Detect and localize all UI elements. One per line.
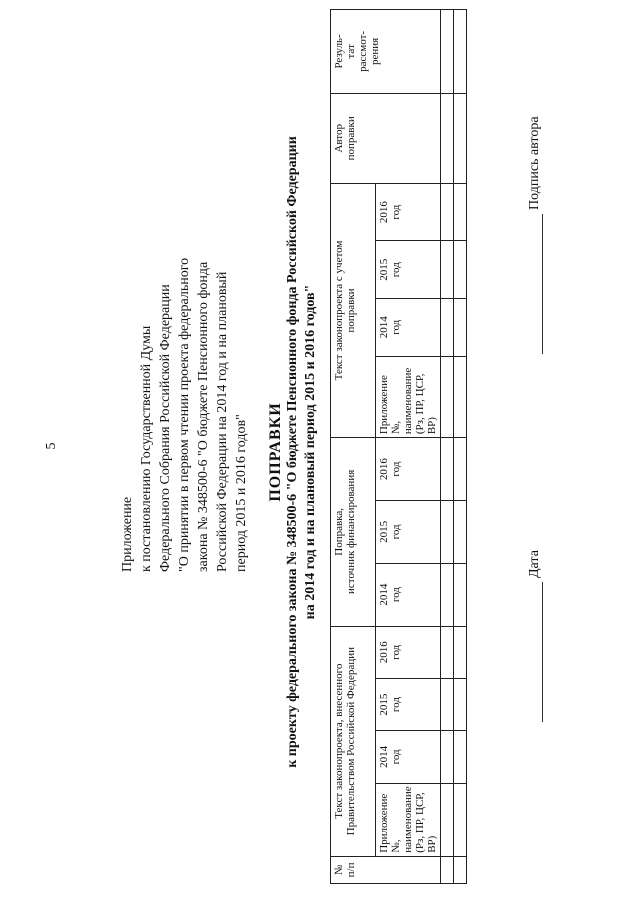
sub-2014-header: 2014 год xyxy=(375,730,441,784)
amendments-table: № п/п Текст законопроекта, внесенного Пр… xyxy=(330,9,467,884)
signature-label: Подпись автора xyxy=(527,116,542,210)
table-row xyxy=(440,9,454,884)
signature-blank-line xyxy=(528,214,543,354)
group-result-text-header: Текст законопроекта с учетом поправки xyxy=(330,183,376,438)
col-result-header: Резуль- тат рассмот- рения xyxy=(330,9,441,94)
appendix-line: к постановлению Государственной Думы xyxy=(139,325,154,572)
document-title: ПОПРАВКИ xyxy=(267,402,284,502)
sub-2015-header: 2015 год xyxy=(375,240,441,299)
appendix-block: Приложение к постановлению Государственн… xyxy=(118,12,251,572)
date-signature-line: Дата xyxy=(527,550,543,722)
sub-2015-header: 2015 год xyxy=(375,500,441,564)
col-number-header: № п/п xyxy=(330,856,441,884)
sub-2016-header: 2016 год xyxy=(375,183,441,241)
sub-appendix-header: Приложение №, наименование (Рз, ПР, ЦСР,… xyxy=(375,356,441,438)
sub-2014-header: 2014 год xyxy=(375,298,441,357)
sub-appendix-header: Приложение №, наименование (Рз, ПР, ЦСР,… xyxy=(375,783,441,857)
sub-2015-header: 2015 год xyxy=(375,678,441,731)
col-author-header: Автор поправки xyxy=(330,93,441,184)
sub-2016-header: 2016 год xyxy=(375,437,441,501)
rotated-content: Приложение к постановлению Государственн… xyxy=(20,9,620,892)
document-subtitle-line-2: на 2014 год и на плановый период 2015 и … xyxy=(303,284,318,620)
table-row xyxy=(453,9,467,884)
sub-2016-header: 2016 год xyxy=(375,626,441,679)
appendix-line: закона № 348500-6 "О бюджете Пенсионного… xyxy=(196,261,211,572)
date-blank-line xyxy=(528,582,543,722)
group-gov-text-header: Текст законопроекта, внесенного Правител… xyxy=(330,626,376,857)
appendix-line: период 2015 и 2016 годов" xyxy=(234,414,249,572)
appendix-line: "О принятии в первом чтении проекта феде… xyxy=(177,257,192,572)
group-amendment-header: Поправка, источник финансирования xyxy=(330,437,376,627)
document-subtitle-line-1: к проекту федерального закона № 348500-6… xyxy=(285,136,300,768)
date-label: Дата xyxy=(527,550,542,578)
appendix-line: Российской Федерации на 2014 год и на пл… xyxy=(215,271,230,572)
appendix-line: Федерального Собрания Российской Федерац… xyxy=(158,284,173,572)
appendix-line: Приложение xyxy=(120,496,135,572)
author-signature-line: Подпись автора xyxy=(527,116,543,354)
sub-2014-header: 2014 год xyxy=(375,563,441,627)
